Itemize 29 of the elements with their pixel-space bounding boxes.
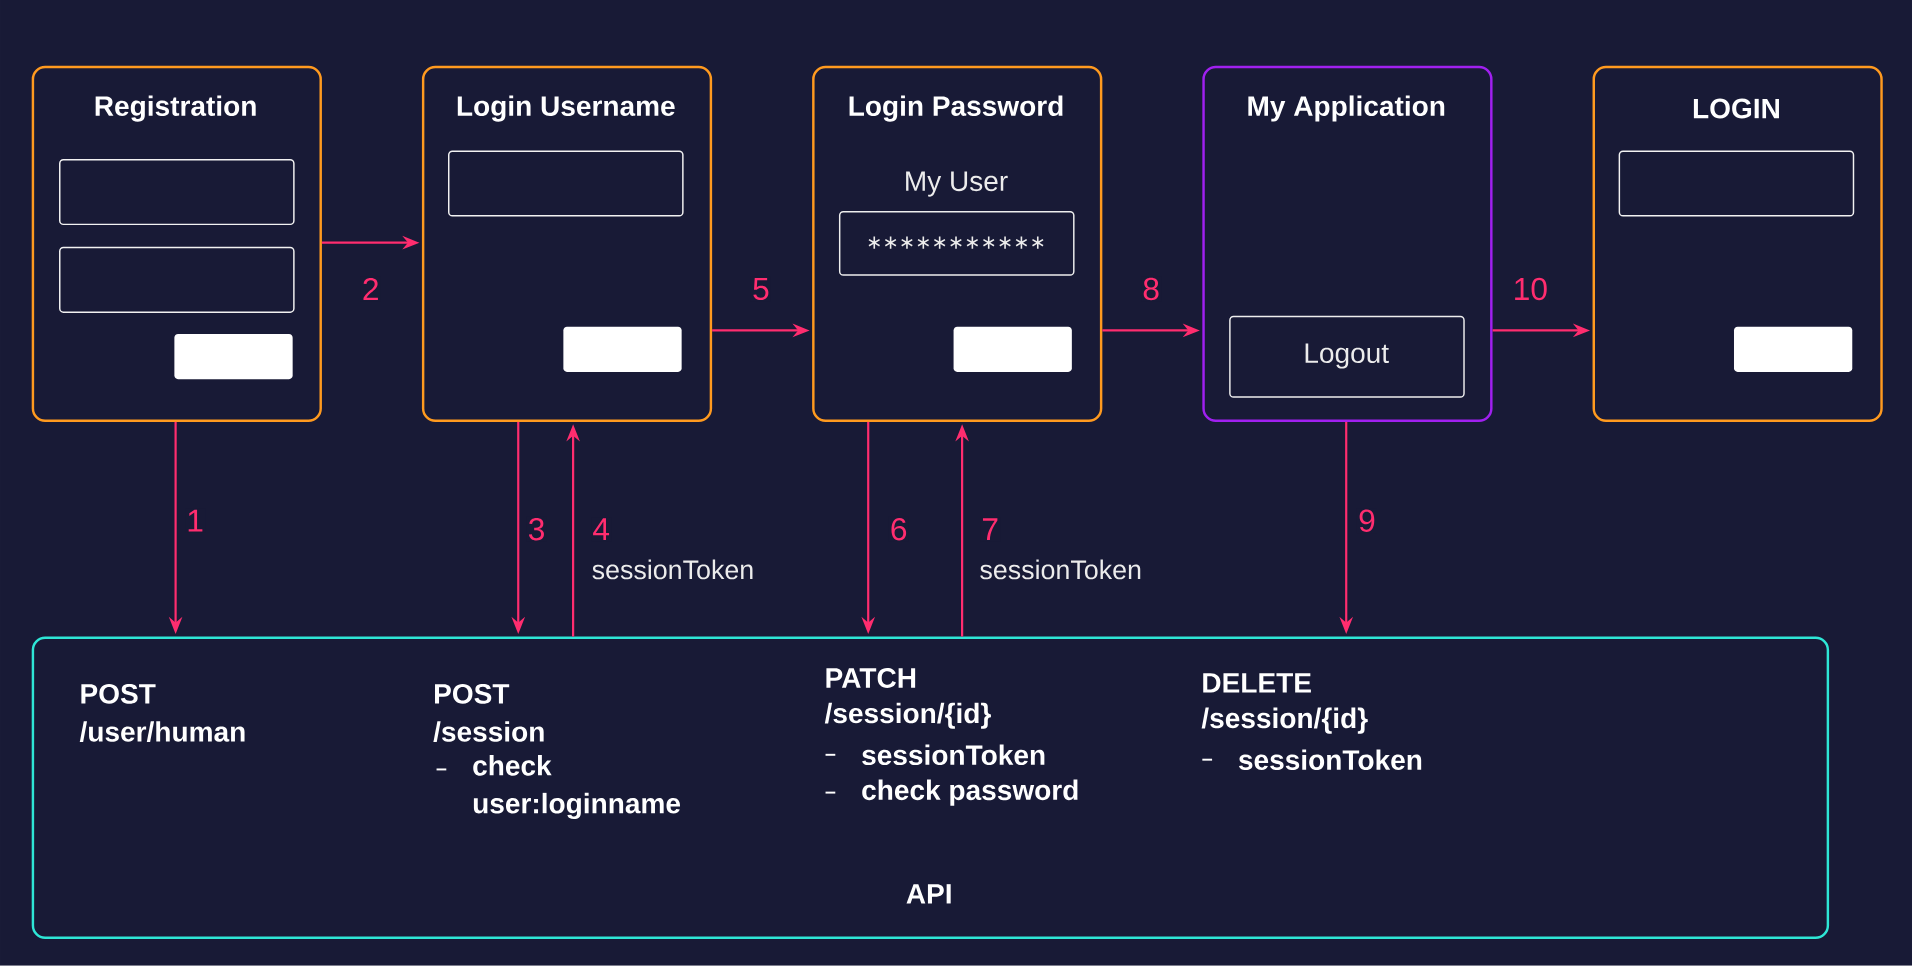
api-text: check password	[862, 779, 1078, 806]
api-text: POST	[435, 684, 510, 704]
api-text: check user:loginname	[473, 755, 681, 820]
field-text: My User	[906, 171, 1008, 197]
step-number: 8	[1141, 276, 1162, 302]
api-text: POST	[81, 684, 156, 704]
api-text: /session/{id}	[824, 702, 991, 729]
step-number: 4	[591, 517, 612, 542]
api-text: /user/human	[79, 721, 245, 743]
token-label: sessionToken	[980, 559, 1141, 580]
box-title: LOGIN	[1693, 98, 1779, 119]
api-text: PATCH	[826, 668, 916, 689]
api-text: /session	[433, 721, 544, 743]
box-title: Registration	[95, 95, 256, 122]
box-title: Login Password	[849, 95, 1063, 122]
field-text: Logout	[1305, 343, 1389, 369]
step-number: 9	[1356, 508, 1377, 534]
step-number: 10	[1511, 276, 1550, 302]
masked-password: ∗∗∗∗∗∗∗∗∗∗∗	[868, 236, 1044, 249]
token-label: sessionToken	[592, 559, 753, 580]
step-number: 1	[185, 508, 206, 533]
box-title: My Application	[1248, 95, 1445, 122]
api-text: sessionToken	[1238, 749, 1422, 771]
box-title: Login Username	[457, 95, 675, 122]
api-text: API	[906, 884, 951, 904]
step-number: 7	[980, 517, 1001, 542]
api-text: DELETE	[1203, 673, 1311, 693]
api-text: /session/{id}	[1201, 707, 1368, 734]
api-text: sessionToken	[862, 744, 1045, 766]
